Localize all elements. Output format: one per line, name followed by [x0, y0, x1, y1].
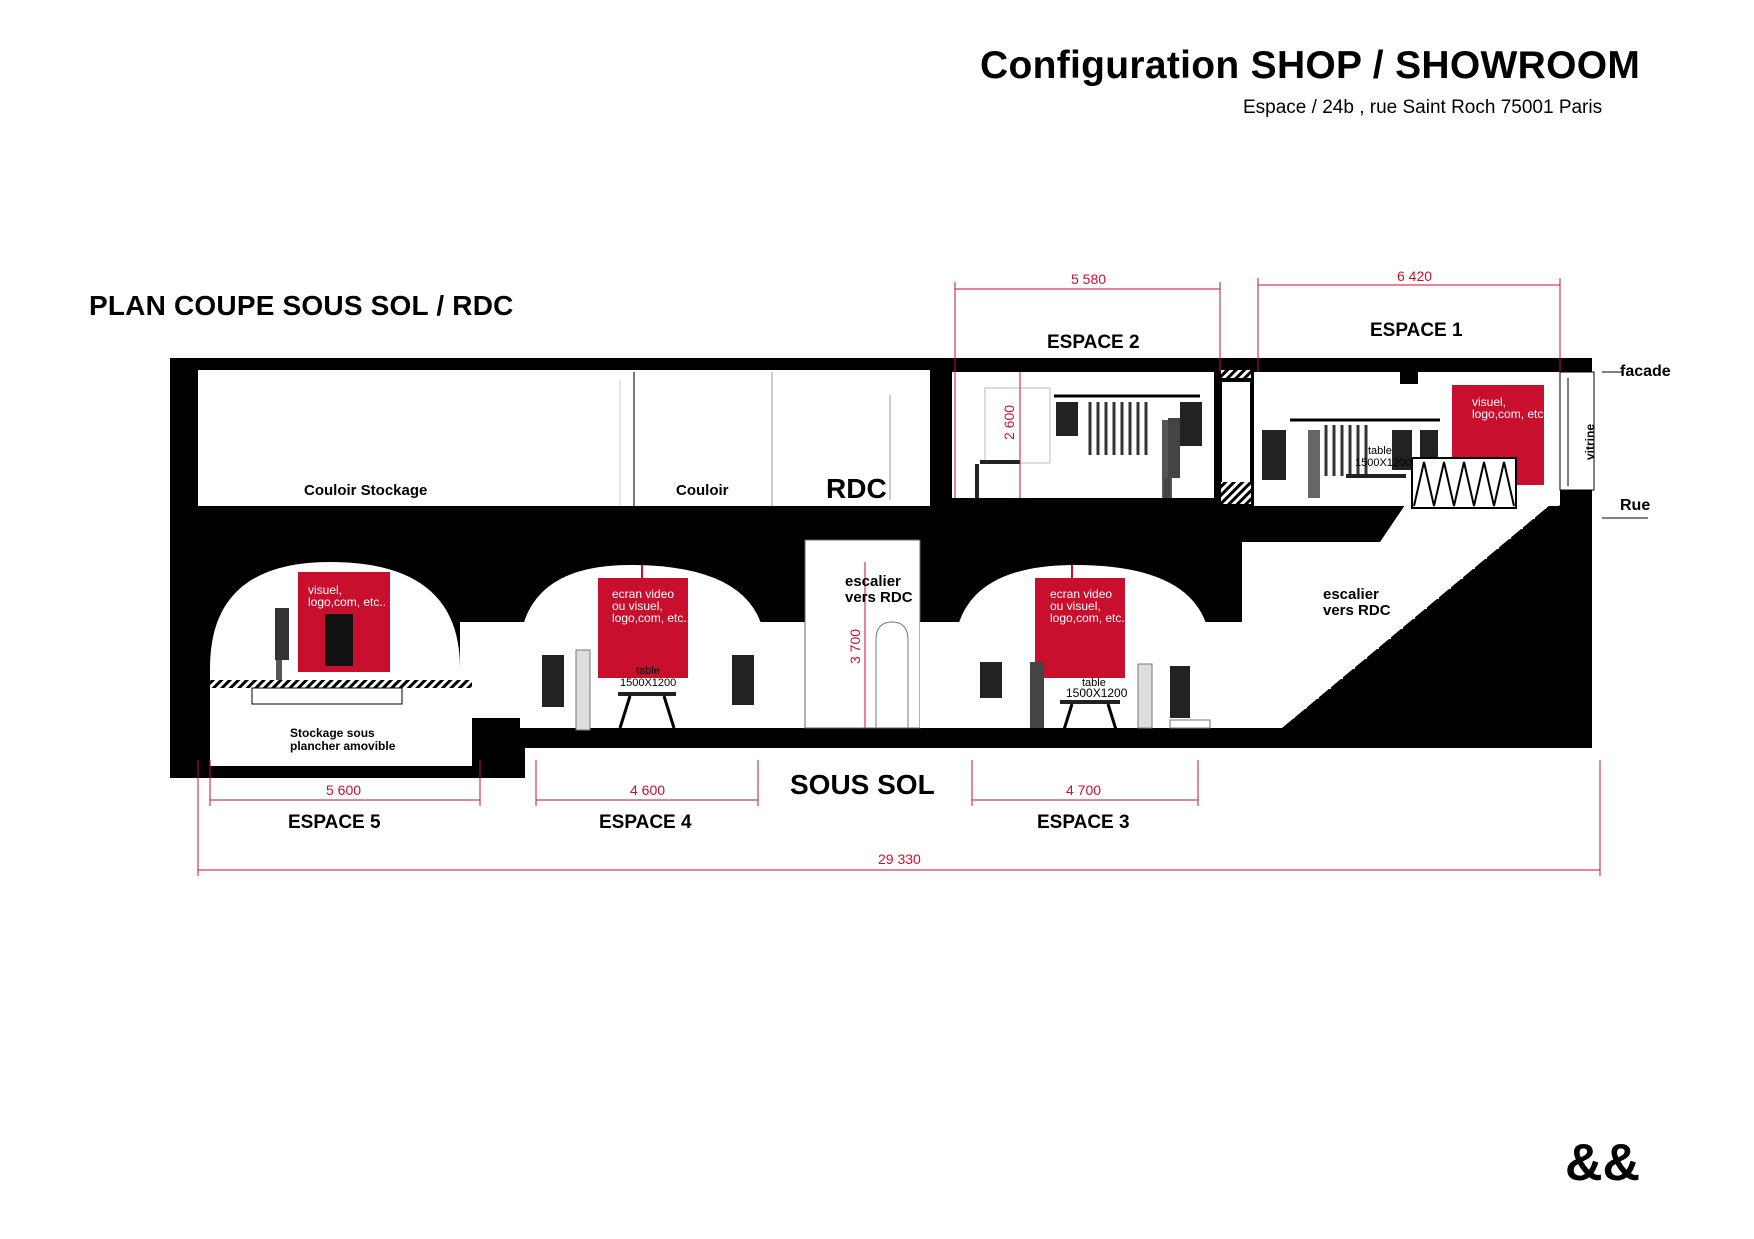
dim-espace2-width: 5 580 — [1071, 271, 1106, 287]
table-label-espace4: table — [636, 665, 660, 677]
sign-espace5-line1: visuel, — [308, 583, 342, 597]
sign-espace3-line2: ou visuel, — [1050, 599, 1101, 613]
label-sous-sol: SOUS SOL — [790, 769, 935, 800]
label-facade: facade — [1620, 363, 1671, 380]
dim-espace4-width: 4 600 — [630, 782, 665, 798]
sign-espace3-line3: logo,com, etc.. — [1050, 611, 1128, 625]
label-rue: Rue — [1620, 497, 1650, 514]
label-rdc: RDC — [826, 473, 887, 504]
page-title: Configuration SHOP / SHOWROOM — [980, 44, 1641, 87]
label-escalier-rdc-2: vers RDC — [1323, 602, 1391, 619]
table-label-espace3: table — [1082, 677, 1106, 689]
sign-panel-espace4 — [598, 578, 688, 678]
table-size-espace3: 1500X1200 — [1066, 686, 1128, 700]
label-espace5: ESPACE 5 — [288, 812, 381, 833]
dim-stair-height: 3 700 — [847, 629, 863, 664]
sign-espace4-line2: ou visuel, — [612, 599, 663, 613]
label-couloir: Couloir — [676, 482, 729, 499]
sign-espace4-line3: logo,com, etc.. — [612, 611, 690, 625]
label-couloir-stockage: Couloir Stockage — [304, 482, 427, 499]
label-escalier-sous-sol-1: escalier — [845, 573, 901, 590]
brand-logo: && — [1565, 1134, 1640, 1192]
sign-espace4-line1: ecran video — [612, 587, 674, 601]
sign-espace3-line1: ecran video — [1050, 587, 1112, 601]
label-espace2: ESPACE 2 — [1047, 332, 1140, 353]
page-subtitle: Espace / 24b , rue Saint Roch 75001 Pari… — [1243, 97, 1603, 118]
label-vitrine: vitrine — [1583, 424, 1597, 460]
plan-title: PLAN COUPE SOUS SOL / RDC — [89, 290, 514, 321]
sign-panel-espace3 — [1035, 578, 1125, 678]
main-staircase — [1242, 505, 1560, 728]
sign-espace5-line2: logo,com, etc.. — [308, 595, 386, 609]
label-espace3: ESPACE 3 — [1037, 812, 1130, 833]
sign-espace1-line1: visuel, — [1472, 395, 1506, 409]
dim-espace3-width: 4 700 — [1066, 782, 1101, 798]
label-espace4: ESPACE 4 — [599, 812, 692, 833]
label-stockage-2: plancher amovible — [290, 739, 396, 753]
dim-espace2-height: 2 600 — [1001, 405, 1017, 440]
table-size-espace1: 1500X1200 — [1355, 457, 1411, 469]
dim-total-width: 29 330 — [878, 851, 921, 867]
table-size-espace4: 1500X1200 — [620, 677, 676, 689]
label-escalier-rdc-1: escalier — [1323, 586, 1379, 603]
dim-espace1-width: 6 420 — [1397, 268, 1432, 284]
dimension-lines — [197, 278, 1601, 876]
label-escalier-sous-sol-2: vers RDC — [845, 589, 913, 606]
furniture — [275, 387, 1517, 737]
label-espace1: ESPACE 1 — [1370, 320, 1463, 341]
table-label-espace1: table — [1368, 445, 1392, 457]
label-stockage-1: Stockage sous — [290, 726, 375, 740]
dim-espace5-width: 5 600 — [326, 782, 361, 798]
street-lines — [1602, 371, 1648, 519]
sign-espace1-line2: logo,com, etc.. — [1472, 407, 1550, 421]
